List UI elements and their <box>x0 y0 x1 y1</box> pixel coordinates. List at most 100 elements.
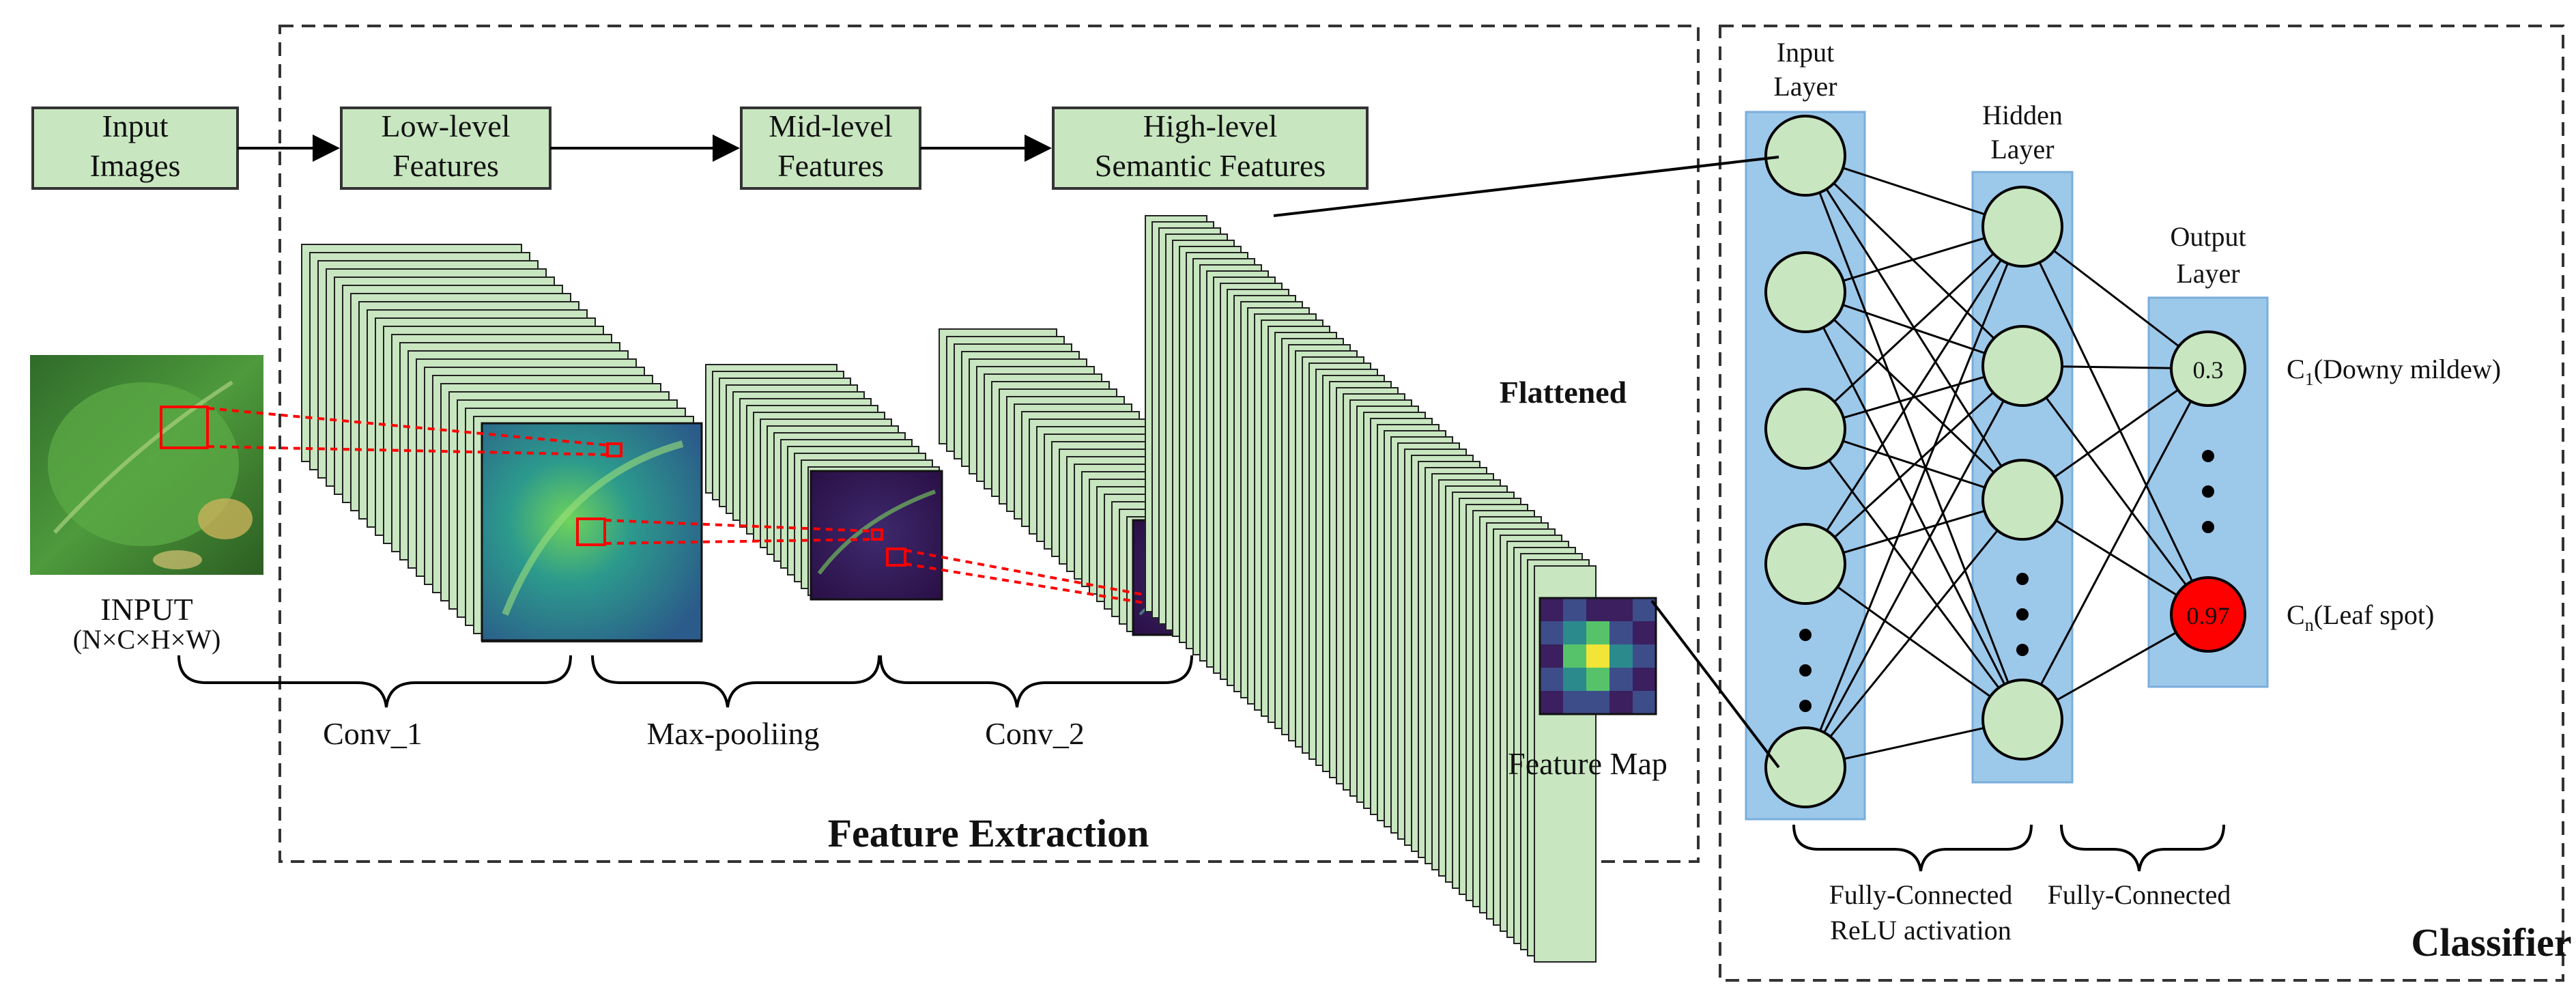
flow-box-line1: Low-level <box>381 109 510 143</box>
feature-cell <box>1540 691 1563 714</box>
neuron-node <box>1764 726 1846 808</box>
conv1-label: Conv_1 <box>323 716 423 751</box>
fc-label: Fully-Connected <box>2048 879 2231 910</box>
hidden-layer-label: Hidden <box>1982 100 2063 130</box>
flow-box-low-level-features: Low-level Features <box>340 106 552 190</box>
output-class-n-label: Cn(Leaf spot) <box>2287 599 2434 635</box>
neuron-node <box>1764 523 1846 605</box>
output-value-n: 0.97 <box>2187 602 2230 629</box>
feature-cell <box>1609 644 1633 668</box>
feature-cell <box>1540 644 1563 668</box>
flow-box-line2: Images <box>90 148 181 183</box>
flattened-label: Flattened <box>1500 375 1627 410</box>
output-layer-label: Output <box>2170 221 2246 252</box>
connection-line <box>1804 155 2024 720</box>
hidden-layer-label-2: Layer <box>1990 134 2054 165</box>
connection-line <box>1805 563 2023 721</box>
feature-cell <box>1563 668 1586 691</box>
flow-box-line2: Features <box>777 148 884 183</box>
flow-box-line1: Input <box>102 109 168 143</box>
feature-cell <box>1586 668 1609 691</box>
fc-braces <box>1792 824 2225 872</box>
feature-cell <box>1540 668 1563 691</box>
feature-cell <box>1609 598 1633 621</box>
feature-cell <box>1633 668 1656 691</box>
flow-box-line2: Features <box>392 148 499 183</box>
feature-cell <box>1609 691 1633 714</box>
feature-map-label: Feature Map <box>1508 746 1668 781</box>
class-subscript: n <box>2305 615 2314 635</box>
maxpool-label: Max-pooliing <box>647 716 820 751</box>
feature-cell <box>1586 691 1609 714</box>
connection-line <box>2021 226 2209 615</box>
fc-relu-label-2: ReLU activation <box>1830 915 2011 946</box>
connection-line <box>1804 226 2024 768</box>
output-class-1-label: C1(Downy mildew) <box>2287 354 2501 389</box>
output-node-n: 0.97 <box>2170 576 2246 653</box>
feature-cell <box>1633 621 1656 644</box>
output-layer-ellipsis-icon <box>2202 450 2214 533</box>
input-layer-label: Input <box>1777 37 1834 68</box>
neuron-node <box>1764 251 1846 333</box>
feature-extraction-border <box>278 25 1700 863</box>
neuron-node <box>1981 679 2063 761</box>
connection-line <box>1804 428 2024 720</box>
connection-line <box>2021 368 2209 720</box>
conv1-feature-map <box>481 422 703 642</box>
flow-box-line2: Semantic Features <box>1095 148 1326 183</box>
neuron-node <box>1981 325 2063 407</box>
neuron-node <box>1764 388 1846 470</box>
neuron-node <box>1981 459 2063 541</box>
class-subscript: 1 <box>2305 369 2314 389</box>
neuron-node <box>1764 115 1846 197</box>
class-prefix: C <box>2287 354 2305 384</box>
feature-cell <box>1633 644 1656 668</box>
feature-cell <box>1609 668 1633 691</box>
feature-cell <box>1563 644 1586 668</box>
input-dims: (N×C×H×W) <box>73 624 221 655</box>
flatten-line-top <box>1273 156 1779 217</box>
final-feature-map <box>1539 597 1657 715</box>
deep-feature-stack <box>1145 215 1597 963</box>
connection-line <box>1804 225 2024 430</box>
feature-cell <box>1563 598 1586 621</box>
feature-cell <box>1563 621 1586 644</box>
input-label: INPUT <box>100 592 192 627</box>
output-node-1: 0.3 <box>2170 330 2246 407</box>
connection-line <box>1804 365 2024 565</box>
feature-cell <box>1563 691 1586 714</box>
output-layer-label-2: Layer <box>2176 258 2239 289</box>
classifier-title: Classifier <box>2411 920 2571 965</box>
feature-cell <box>1609 621 1633 644</box>
feature-extraction-title: Feature Extraction <box>828 811 1149 855</box>
feature-cell <box>1540 598 1563 621</box>
connection-line <box>1804 292 2024 720</box>
conv2-label: Conv_2 <box>985 716 1085 751</box>
flow-box-line1: High-level <box>1143 109 1278 143</box>
fc-relu-label: Fully-Connected <box>1829 879 2013 910</box>
connection-line <box>2021 365 2209 615</box>
feature-map-border <box>1539 597 1657 715</box>
flow-box-high-level-semantic-features: High-level Semantic Features <box>1052 106 1369 190</box>
hidden-layer-ellipsis-icon <box>2016 573 2029 656</box>
feature-cell <box>1586 621 1609 644</box>
connection-line <box>1804 365 2024 768</box>
flow-box-line1: Mid-level <box>769 109 892 143</box>
classifier-border <box>1719 25 2564 982</box>
input-leaf-image <box>30 355 263 575</box>
flatten-line-bottom <box>1650 599 1780 769</box>
feature-cell <box>1586 598 1609 621</box>
network-nodes <box>1764 115 2063 808</box>
connection-line <box>1804 499 2024 768</box>
neuron-node <box>1981 186 2063 268</box>
flow-box-input-images: Input Images <box>31 106 239 190</box>
class-name: (Downy mildew) <box>2314 354 2501 384</box>
feature-cell <box>1586 644 1609 668</box>
input-layer-label-2: Layer <box>1773 71 1837 102</box>
flow-box-mid-level-features: Mid-level Features <box>740 106 921 190</box>
maxpool-feature-map <box>810 470 943 601</box>
stage-braces <box>177 655 1193 708</box>
input-layer-ellipsis-icon <box>1799 629 1812 712</box>
input-highlight-box <box>160 406 209 449</box>
